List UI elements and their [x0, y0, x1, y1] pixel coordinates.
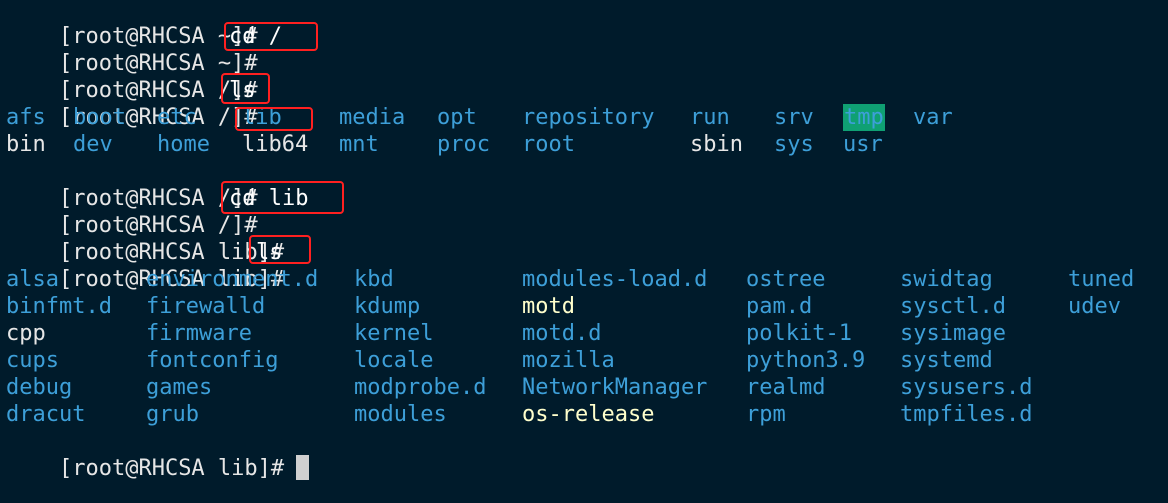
ls-entry: systemd	[900, 348, 993, 373]
ls-entry: udev	[1068, 294, 1121, 319]
terminal-line: [root@RHCSA ~]#	[6, 0, 258, 49]
ls-entry: run	[690, 105, 730, 130]
ls-entry: pam.d	[746, 294, 813, 319]
ls-entry: etc	[157, 105, 197, 130]
ls-entry: modules-load.d	[522, 267, 708, 292]
terminal-line: [root@RHCSA /]#	[6, 50, 258, 103]
ls-entry: dracut	[6, 402, 86, 427]
ls-entry: binfmt.d	[6, 294, 112, 319]
ls-entry: cpp	[6, 321, 46, 346]
ls-entry: srv	[774, 105, 814, 130]
ls-entry: sysctl.d	[900, 294, 1006, 319]
ls-entry: kernel	[354, 321, 434, 346]
text-cursor	[296, 455, 310, 480]
ls-entry: ostree	[746, 267, 826, 292]
command-text: cd lib	[229, 186, 309, 211]
ls-output-row: afs boot etc lib media opt repository ru…	[6, 104, 1156, 131]
ls-entry: modules	[354, 402, 447, 427]
shell-prompt: [root@RHCSA lib]#	[58, 456, 285, 481]
terminal-input-line[interactable]: [root@RHCSA lib]#	[6, 428, 310, 481]
ls-entry: mozilla	[522, 348, 615, 373]
ls-entry: afs	[6, 105, 46, 130]
ls-output-row: debug games modprobe.d NetworkManager re…	[6, 374, 1156, 401]
ls-entry: tuned	[1068, 267, 1135, 292]
ls-entry: sysimage	[900, 321, 1006, 346]
ls-entry: cups	[6, 348, 59, 373]
ls-entry: media	[339, 105, 406, 130]
shell-prompt: [root@RHCSA /]#	[58, 186, 258, 211]
terminal-line: [root@RHCSA lib]#	[6, 212, 284, 265]
command-text: cd /	[229, 24, 282, 49]
shell-prompt: [root@RHCSA ~]#	[58, 51, 258, 76]
ls-entry: debug	[6, 375, 73, 400]
ls-entry: os-release	[522, 402, 655, 427]
ls-entry: swidtag	[900, 267, 993, 292]
ls-entry: home	[157, 132, 210, 157]
shell-prompt: [root@RHCSA /]#	[58, 105, 258, 130]
ls-entry: environment.d	[146, 267, 319, 292]
command-text: ls	[256, 240, 283, 265]
ls-entry: boot	[73, 105, 126, 130]
ls-entry: grub	[146, 402, 199, 427]
shell-prompt: [root@RHCSA lib]#	[58, 240, 285, 265]
ls-output-row: binfmt.d firewalld kdump motd pam.d sysc…	[6, 293, 1156, 320]
ls-entry: repository	[522, 105, 655, 130]
shell-prompt: [root@RHCSA ~]#	[58, 24, 258, 49]
ls-entry: lib64	[242, 132, 309, 157]
ls-entry: motd	[522, 294, 575, 319]
ls-entry: fontconfig	[146, 348, 279, 373]
ls-entry: proc	[437, 132, 490, 157]
terminal-line: [root@RHCSA /]# cd lib	[6, 185, 309, 238]
ls-entry: firmware	[146, 321, 252, 346]
shell-prompt: [root@RHCSA /]#	[58, 78, 258, 103]
ls-entry: root	[522, 132, 575, 157]
ls-entry: opt	[437, 105, 477, 130]
ls-entry: kbd	[354, 267, 394, 292]
ls-entry: mnt	[339, 132, 379, 157]
terminal-line: [root@RHCSA lib]# ls	[6, 239, 284, 292]
ls-entry: usr	[843, 132, 883, 157]
ls-entry: firewalld	[146, 294, 266, 319]
ls-entry: kdump	[354, 294, 421, 319]
ls-entry: bin	[6, 132, 46, 157]
ls-output-row: bin dev home lib64 mnt proc root sbin sy…	[6, 131, 1156, 158]
ls-entry: modprobe.d	[354, 375, 487, 400]
ls-entry: python3.9	[746, 348, 866, 373]
ls-entry: sbin	[690, 132, 743, 157]
ls-entry: NetworkManager	[522, 375, 708, 400]
ls-output-row: dracut grub modules os-release rpm tmpfi…	[6, 401, 1156, 428]
ls-entry: sysusers.d	[900, 375, 1033, 400]
ls-entry: alsa	[6, 267, 59, 292]
ls-entry: realmd	[746, 375, 826, 400]
ls-entry: motd.d	[522, 321, 602, 346]
shell-prompt: [root@RHCSA /]#	[58, 213, 258, 238]
shell-prompt: [root@RHCSA lib]#	[58, 267, 285, 292]
ls-entry: locale	[354, 348, 434, 373]
ls-output-row: alsa environment.d kbd modules-load.d os…	[6, 266, 1156, 293]
ls-entry: rpm	[746, 402, 786, 427]
ls-entry: sys	[774, 132, 814, 157]
ls-entry: tmpfiles.d	[900, 402, 1033, 427]
ls-output-row: cups fontconfig locale mozilla python3.9…	[6, 347, 1156, 374]
terminal-line: [root@RHCSA /]#	[6, 158, 258, 211]
ls-entry: dev	[73, 132, 113, 157]
ls-entry: var	[913, 105, 953, 130]
ls-output-row: cpp firmware kernel motd.d polkit-1 sysi…	[6, 320, 1156, 347]
ls-entry: games	[146, 375, 213, 400]
command-text: ls	[229, 78, 256, 103]
terminal-line: [root@RHCSA ~]# cd /	[6, 23, 282, 76]
terminal-line: [root@RHCSA /]# ls	[6, 77, 258, 130]
ls-entry-sticky: tmp	[843, 104, 885, 131]
ls-entry: lib	[242, 105, 282, 130]
ls-entry: polkit-1	[746, 321, 852, 346]
